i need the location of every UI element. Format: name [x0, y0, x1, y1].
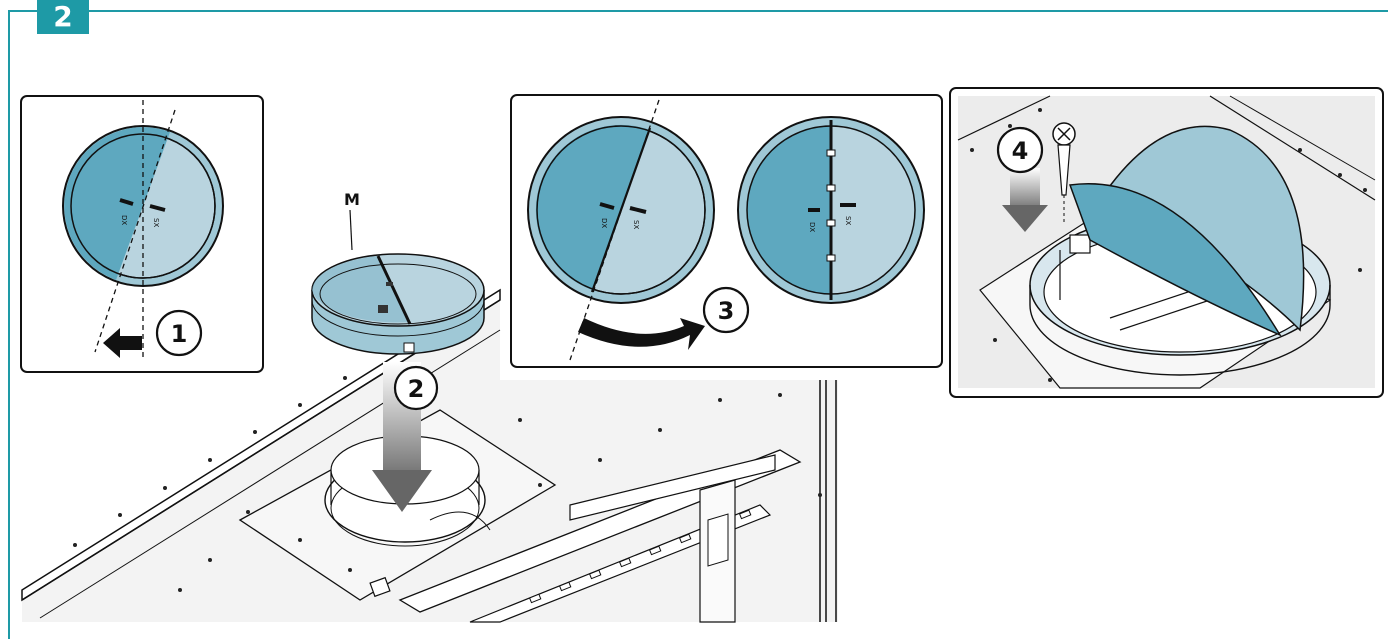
svg-text:3: 3 — [718, 297, 735, 325]
svg-text:4: 4 — [1012, 137, 1029, 165]
callout-4: 4 — [996, 126, 1044, 174]
instruction-frame — [8, 10, 1388, 639]
svg-text:1: 1 — [171, 320, 188, 348]
callout-1: 1 — [155, 309, 203, 357]
damper-m — [311, 253, 485, 355]
svg-text:DX: DX — [600, 218, 608, 228]
svg-text:SX: SX — [152, 218, 160, 227]
svg-text:DX: DX — [808, 222, 816, 232]
svg-text:2: 2 — [408, 375, 425, 403]
detail-panel-3: DX SX DX SX — [510, 94, 943, 368]
callout-2: 2 — [393, 365, 439, 411]
callout-3: 3 — [702, 286, 750, 334]
leader-m — [349, 209, 353, 251]
detail-panel-1: DX SX — [20, 95, 264, 373]
svg-text:DX: DX — [120, 215, 128, 225]
svg-text:SX: SX — [844, 216, 852, 225]
svg-text:SX: SX — [632, 220, 640, 229]
label-m: M — [344, 190, 360, 209]
step-number-badge: 2 — [37, 0, 89, 34]
